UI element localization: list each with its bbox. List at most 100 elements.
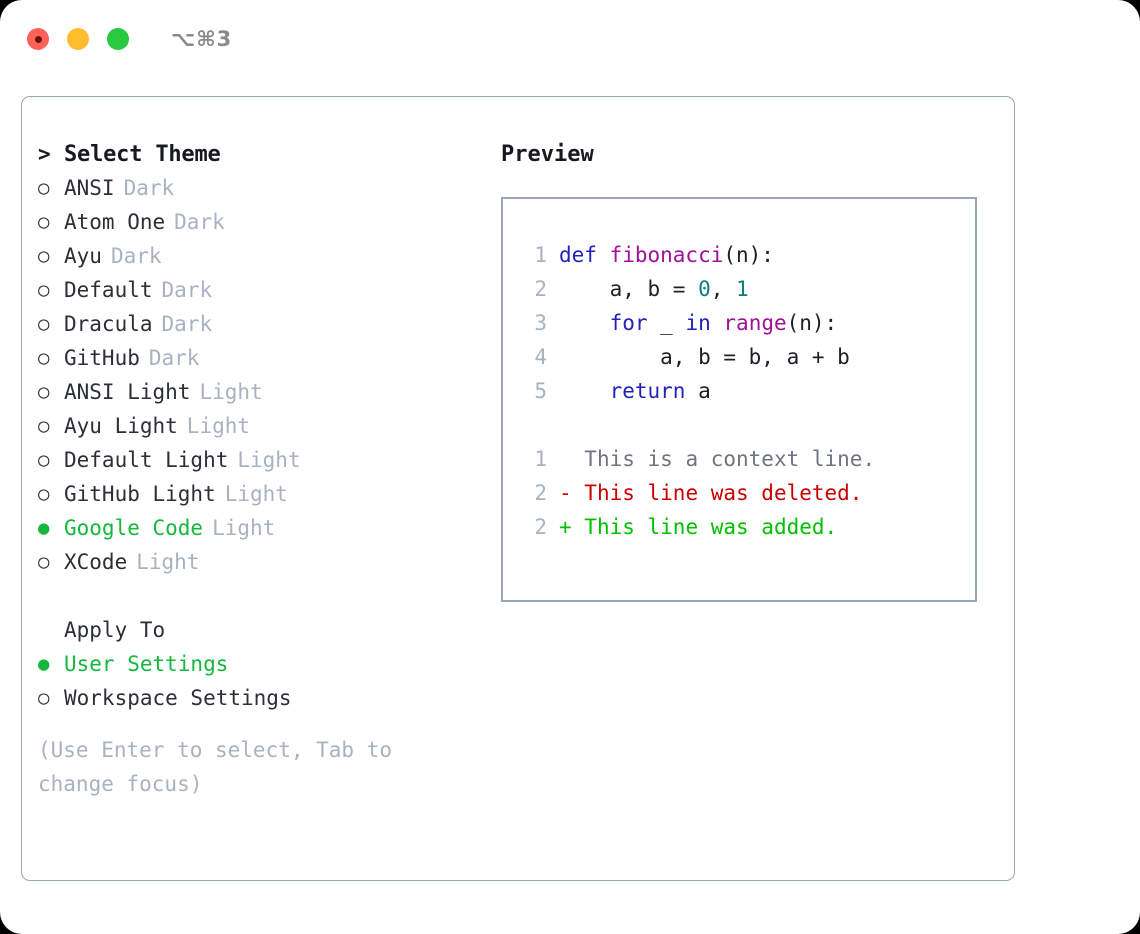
- code-token: return: [609, 379, 686, 403]
- radio-empty-icon[interactable]: ○: [38, 176, 50, 199]
- code-token: (n):: [786, 311, 838, 335]
- theme-name: Google Code: [64, 516, 204, 540]
- theme-variant-tag: Light: [212, 516, 276, 540]
- code-line: 5 return a: [503, 379, 975, 413]
- code-token: [559, 379, 610, 403]
- apply-to-option[interactable]: ● User Settings: [38, 647, 488, 681]
- line-number: 2: [534, 515, 547, 539]
- diff-marker: [559, 447, 584, 471]
- code-token: 1: [736, 277, 749, 301]
- apply-to-option-label: User Settings: [64, 652, 229, 676]
- radio-empty-icon[interactable]: ○: [38, 278, 50, 301]
- diff-text: This line was added.: [584, 515, 838, 539]
- theme-name: XCode: [64, 550, 128, 574]
- radio-empty-icon[interactable]: ○: [38, 448, 50, 471]
- apply-to-label-row: ○ Apply To: [38, 613, 488, 647]
- radio-empty-icon[interactable]: ○: [38, 210, 50, 233]
- maximize-window-button[interactable]: [107, 28, 129, 50]
- radio-empty-icon[interactable]: ○: [38, 312, 50, 335]
- line-number: 5: [534, 379, 547, 403]
- radio-empty-icon[interactable]: ○: [38, 380, 50, 403]
- theme-list-item[interactable]: ● Google Code Light: [38, 511, 488, 545]
- apply-to-option-label: Workspace Settings: [64, 686, 292, 710]
- line-number: 3: [534, 311, 547, 335]
- theme-list-item[interactable]: ○ Atom One Dark: [38, 205, 488, 239]
- keyboard-hint: (Use Enter to select, Tab to change focu…: [38, 738, 393, 796]
- keyboard-shortcut-label: ⌥⌘3: [171, 27, 233, 51]
- theme-variant-tag: Light: [224, 482, 288, 506]
- code-token: [711, 311, 724, 335]
- radio-empty-icon[interactable]: ○: [38, 244, 50, 267]
- diff-marker: -: [559, 481, 585, 505]
- radio-selected-icon[interactable]: ●: [38, 516, 50, 539]
- theme-list-item[interactable]: ○ Dracula Dark: [38, 307, 488, 341]
- title-bar: ⌥⌘3: [0, 0, 1140, 78]
- theme-variant-tag: Light: [186, 414, 251, 438]
- diff-marker: +: [559, 515, 585, 539]
- theme-variant-tag: Dark: [161, 312, 213, 336]
- preview-title: Preview: [501, 141, 594, 167]
- code-line: 2 a, b = 0, 1: [503, 277, 975, 311]
- code-token: fibonacci: [609, 243, 724, 267]
- theme-name: Ayu: [64, 244, 102, 268]
- theme-variant-tag: Dark: [161, 278, 213, 302]
- code-diff-spacer: [503, 413, 975, 447]
- line-number: 4: [534, 345, 547, 369]
- caret-icon: >: [38, 142, 51, 166]
- radio-empty-icon[interactable]: ○: [38, 346, 50, 369]
- code-line: 4 a, b = b, a + b: [503, 345, 975, 379]
- radio-selected-icon[interactable]: ●: [38, 652, 50, 675]
- radio-empty-icon[interactable]: ○: [38, 482, 50, 505]
- code-token: in: [685, 311, 711, 335]
- diff-line: 1 This is a context line.: [503, 447, 975, 481]
- line-number: 2: [534, 277, 547, 301]
- close-window-button[interactable]: [27, 28, 49, 50]
- bullet-placeholder-icon: ○: [38, 621, 64, 640]
- apply-to-label: Apply To: [64, 618, 166, 642]
- apply-to-option[interactable]: ○ Workspace Settings: [38, 681, 488, 715]
- theme-variant-tag: Light: [199, 380, 263, 404]
- code-token: ,: [710, 277, 737, 301]
- code-token: (n):: [723, 243, 774, 267]
- theme-variant-tag: Dark: [123, 176, 175, 200]
- radio-empty-icon[interactable]: ○: [38, 414, 50, 437]
- diff-sample: 1 This is a context line.2- This line wa…: [503, 447, 975, 549]
- line-number: 2: [534, 481, 547, 505]
- diff-line: 2- This line was deleted.: [503, 481, 975, 515]
- theme-variant-tag: Dark: [148, 346, 200, 370]
- theme-name: Default Light: [64, 448, 229, 472]
- diff-line: 2 + This line was added.: [503, 515, 975, 549]
- page-title: Select Theme: [64, 141, 221, 167]
- code-token: a, b =: [559, 277, 699, 301]
- theme-picker-header: > Select Theme: [38, 137, 488, 171]
- theme-name: Dracula: [64, 312, 153, 336]
- section-spacer: [38, 579, 488, 613]
- code-line: 3 for _ in range(n):: [503, 311, 975, 345]
- theme-variant-tag: Dark: [174, 210, 225, 234]
- code-token: a: [685, 379, 711, 403]
- minimize-window-button[interactable]: [67, 28, 89, 50]
- radio-empty-icon[interactable]: ○: [38, 686, 50, 709]
- radio-empty-icon[interactable]: ○: [38, 550, 50, 573]
- line-number: 1: [534, 447, 547, 471]
- code-token: range: [723, 311, 787, 335]
- window-controls: [27, 28, 129, 50]
- theme-name: ANSI: [64, 176, 115, 200]
- theme-list-item[interactable]: ○ ANSI Dark: [38, 171, 488, 205]
- theme-name: Atom One: [64, 210, 166, 234]
